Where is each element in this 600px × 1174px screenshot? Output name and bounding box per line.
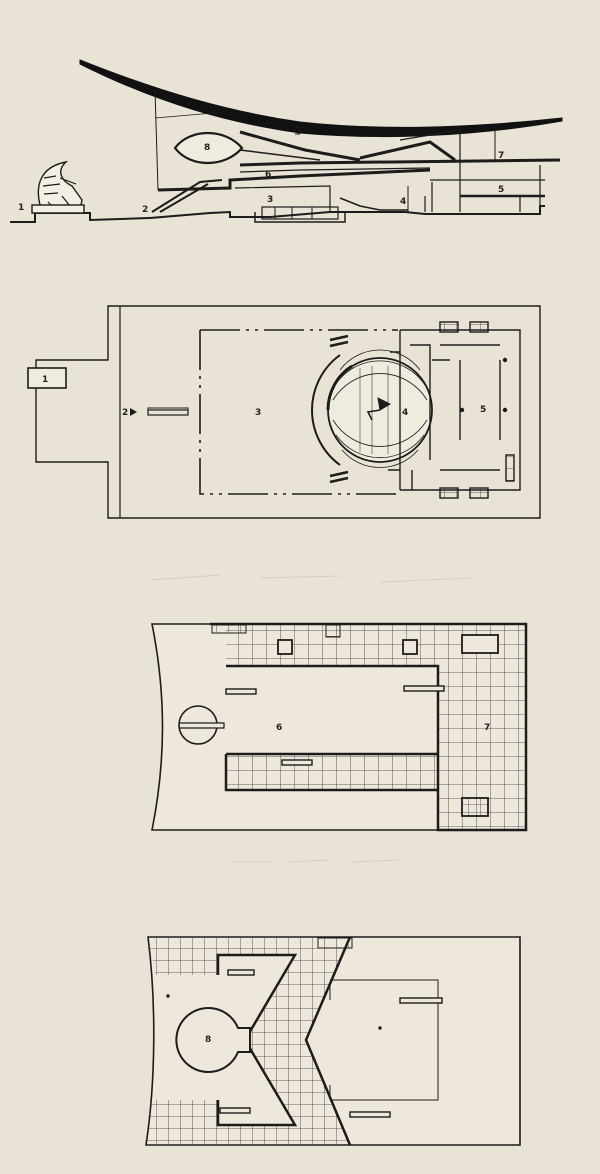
section-label-4: 4 (400, 197, 406, 207)
ground-line (10, 205, 545, 223)
roof-shell (79, 59, 563, 138)
top-label-8: 8 (205, 1035, 211, 1045)
entrance-arrow (130, 408, 137, 416)
section-label-1: 1 (18, 203, 24, 213)
upper-plan-grid-floor (210, 624, 526, 830)
upper-label-6: 6 (276, 723, 282, 733)
floor-level-7 (239, 158, 561, 167)
ground-label-2: 2 (122, 408, 128, 418)
top-plan-number-labels: 8 (205, 1035, 211, 1045)
ground-label-1: 1 (42, 375, 48, 385)
ground-floor-plan (27, 305, 541, 519)
ground-plan-kiosk (27, 367, 67, 389)
ground-plan-number-labels: 1 2 3 4 5 (42, 375, 486, 418)
section-label-5: 5 (498, 185, 504, 195)
ground-label-5: 5 (480, 405, 486, 415)
upper-auditorium-pod (173, 131, 244, 165)
ground-plan-service-block (388, 321, 521, 499)
top-floor-plan (145, 936, 521, 1146)
floor-level-6 (157, 168, 431, 192)
ground-label-3: 3 (255, 408, 261, 418)
top-plan-circular-room (175, 1007, 251, 1073)
section-label-2: 2 (142, 205, 148, 215)
ground-plan-hall (199, 329, 398, 495)
entrance-sculpture (31, 160, 85, 214)
ground-label-4: 4 (402, 408, 408, 418)
ground-plan-auditorium (311, 349, 433, 468)
section-number-labels: 1 2 3 4 5 6 7 8 (18, 143, 504, 215)
entrance-stair (151, 179, 223, 213)
ground-plan-outline (35, 305, 541, 519)
section-label-3: 3 (267, 195, 273, 205)
section-label-6: 6 (265, 170, 271, 180)
paper-bleed-marks (149, 574, 471, 863)
upper-plan-number-labels: 6 7 (276, 723, 490, 733)
building-section (10, 59, 563, 223)
section-label-8: 8 (204, 143, 210, 153)
upper-label-7: 7 (484, 723, 490, 733)
upper-floor-plan (151, 622, 528, 832)
section-label-7: 7 (498, 151, 504, 161)
